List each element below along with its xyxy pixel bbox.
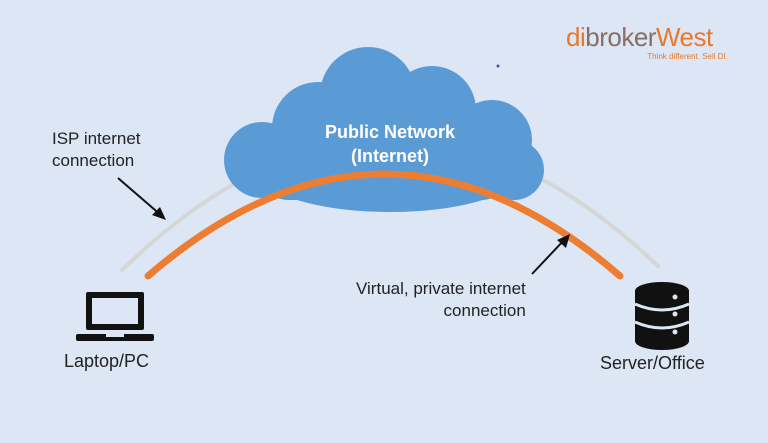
server-label: Server/Office [600, 353, 705, 373]
cloud-label-line2: (Internet) [351, 146, 429, 166]
isp-pointer-arrowhead [152, 207, 166, 220]
isp-label-line2: connection [52, 151, 135, 170]
dibrokerwest-logo: dibrokerWest Think different. Sell DI. [566, 22, 734, 62]
cloud-label-line1: Public Network [324, 122, 456, 142]
logo-name-part-di: di [566, 22, 586, 52]
laptop-icon [76, 292, 154, 341]
isp-pointer-line [117, 177, 163, 217]
vpn-label-line1: Virtual, private internet [356, 279, 526, 298]
server-database-icon [634, 282, 690, 350]
logo-tagline: Think different. Sell DI. [647, 52, 728, 61]
decorative-dot [496, 64, 500, 68]
laptop-label: Laptop/PC [64, 351, 150, 371]
vpn-pointer-line [531, 237, 567, 275]
cloud-label: Public Network (Internet) [300, 120, 480, 168]
vpn-connection-arc [144, 170, 624, 280]
vpn-pointer-arrowhead [557, 234, 570, 248]
isp-label-line1: ISP internet [52, 129, 141, 148]
logo-name-part-broker: broker [585, 22, 656, 52]
vpn-label-line2: connection [443, 301, 526, 320]
isp-connection-label: ISP internet connection [52, 128, 141, 172]
logo-wordmark: dibrokerWest [566, 22, 734, 52]
vpn-connection-label: Virtual, private internet connection [356, 278, 526, 322]
logo-name-part-west: West [655, 22, 713, 52]
